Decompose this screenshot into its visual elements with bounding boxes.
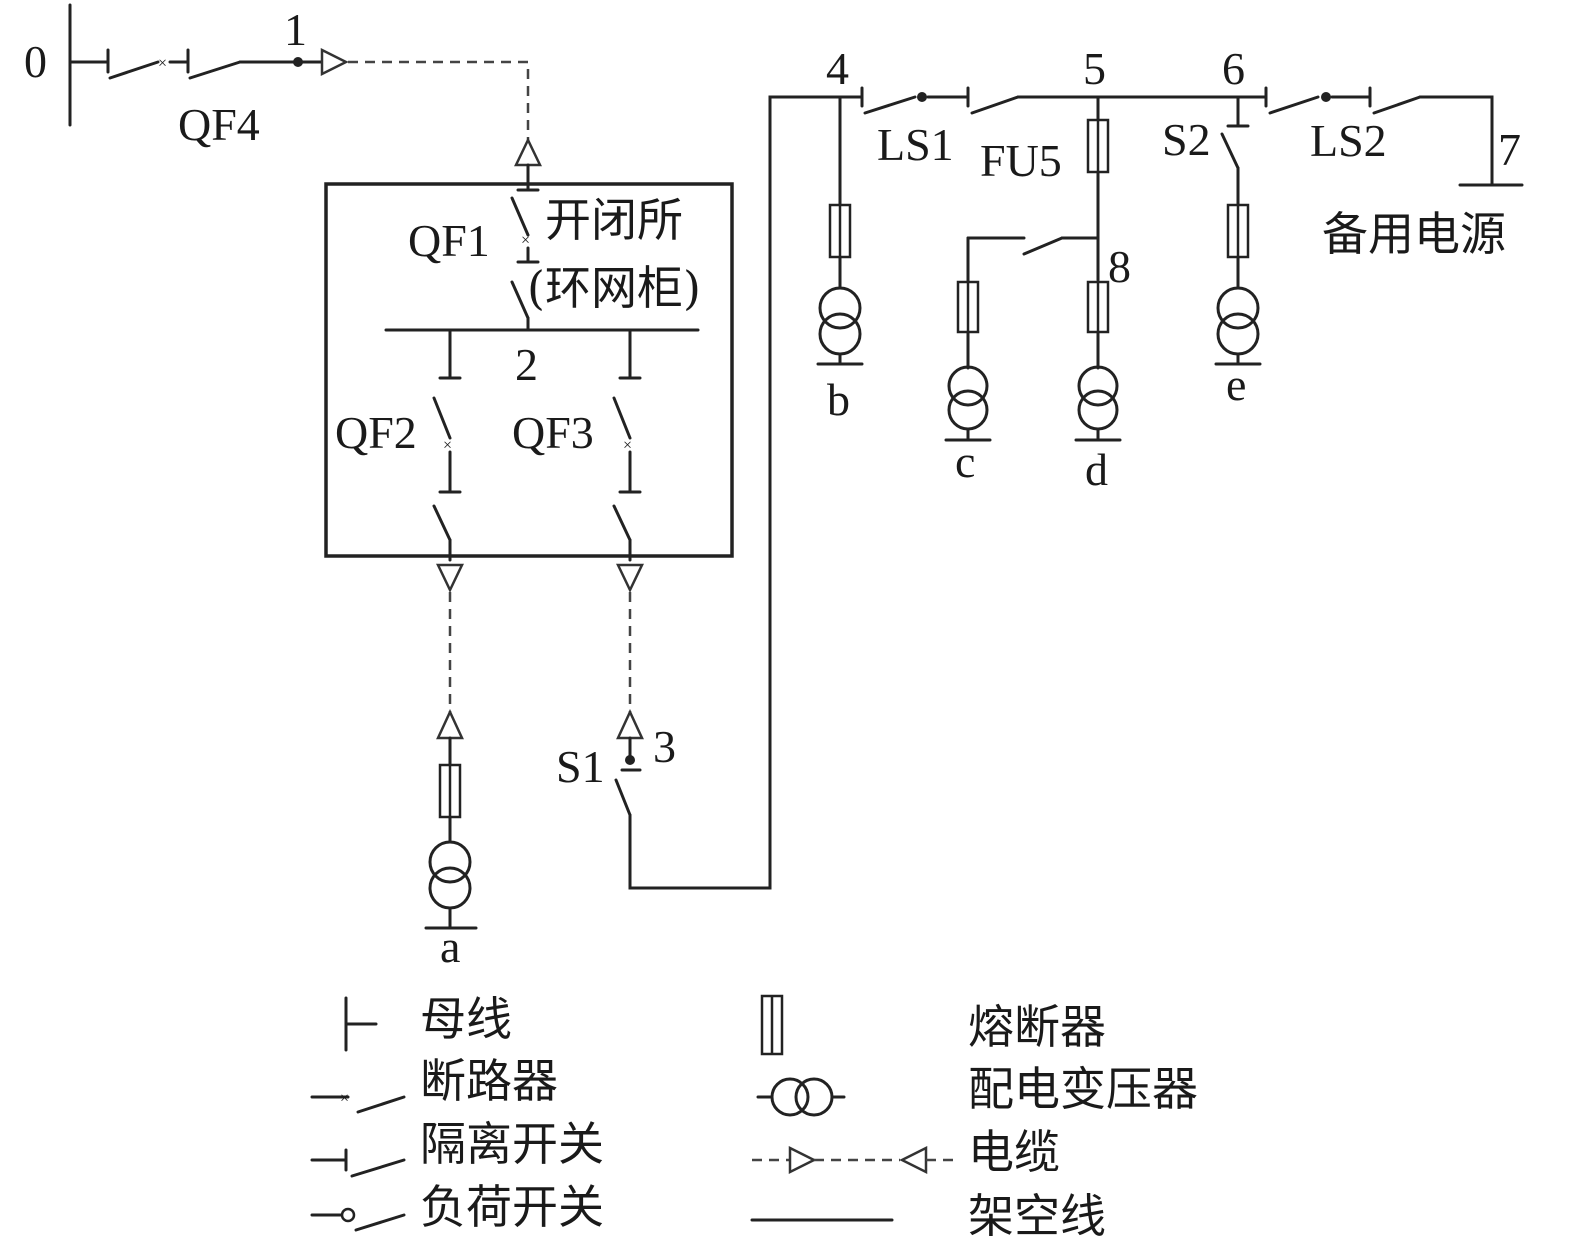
node-label-5: 5	[1083, 43, 1106, 94]
fuse-a	[438, 763, 462, 844]
breaker-qf2: ×	[432, 328, 462, 562]
disconnector-s2	[1220, 95, 1250, 207]
breaker-qf1: ×	[510, 188, 540, 332]
transformer-a	[424, 840, 478, 930]
legend-symbol-busbar	[344, 996, 378, 1052]
legend-label-disconnector: 隔离开关	[420, 1117, 604, 1171]
load-label-d: d	[1085, 444, 1108, 495]
legend-symbol-circuit-breaker: ×	[310, 1090, 406, 1114]
legend-label-busbar: 母线	[420, 992, 512, 1046]
load-switch-ls2	[1236, 86, 1524, 187]
legend-symbol-fuse	[760, 994, 784, 1056]
svg-text:×: ×	[623, 437, 632, 454]
node-label-0: 0	[24, 36, 47, 87]
legend: 母线 × 断路器 隔离开关 负荷开关 熔断器	[310, 992, 1198, 1243]
device-label-fu5: FU5	[980, 135, 1062, 186]
station-title-line1: 开闭所	[545, 193, 683, 247]
legend-symbol-cable	[752, 1145, 960, 1175]
device-label-qf3: QF3	[512, 407, 594, 458]
branch-8-d	[1074, 280, 1122, 442]
device-label-s1: S1	[556, 741, 605, 792]
node-label-8: 8	[1108, 241, 1131, 292]
legend-symbol-load-switch	[310, 1207, 406, 1232]
legend-label-circuit-breaker: 断路器	[420, 1054, 558, 1108]
cable-qf2-a	[436, 563, 464, 767]
node-label-3: 3	[653, 721, 676, 772]
legend-label-distribution-transformer: 配电变压器	[968, 1062, 1198, 1116]
backup-source-label: 备用电源	[1322, 207, 1506, 261]
svg-text:×: ×	[443, 437, 452, 454]
node-label-2: 2	[515, 339, 538, 390]
device-label-qf1: QF1	[408, 215, 490, 266]
svg-text:×: ×	[158, 55, 167, 72]
breaker-qf4: ×	[68, 47, 349, 80]
station-title-line2: (环网柜)	[527, 261, 701, 315]
legend-label-load-switch: 负荷开关	[420, 1180, 604, 1234]
branch-8-c	[944, 236, 1100, 442]
legend-label-cable: 电缆	[968, 1125, 1060, 1179]
breaker-qf3: ×	[612, 328, 642, 562]
legend-label-fuse: 熔断器	[968, 1000, 1106, 1054]
legend-symbol-distribution-transformer	[756, 1077, 846, 1117]
load-label-e: e	[1226, 359, 1246, 410]
branch-6-e	[1214, 203, 1262, 366]
fuse-fu5	[1086, 95, 1110, 282]
node-label-1: 1	[284, 4, 307, 55]
load-switch-s1	[614, 755, 642, 817]
device-label-ls2: LS2	[1310, 115, 1387, 166]
cable-qf3-s1	[616, 563, 644, 762]
svg-text:×: ×	[340, 1090, 349, 1107]
node-label-4: 4	[826, 43, 849, 94]
load-label-b: b	[827, 374, 850, 425]
branch-4-b	[816, 95, 864, 366]
load-label-c: c	[955, 436, 975, 487]
device-label-s2: S2	[1162, 114, 1211, 165]
legend-label-overhead-line: 架空线	[968, 1189, 1106, 1243]
legend-symbol-disconnector	[310, 1148, 406, 1178]
device-label-qf4: QF4	[178, 99, 260, 150]
svg-text:×: ×	[521, 232, 530, 249]
device-label-qf2: QF2	[335, 407, 417, 458]
device-label-ls1: LS1	[877, 119, 954, 170]
load-switch-ls1	[838, 86, 1100, 115]
overhead-s1-4	[628, 95, 842, 890]
load-label-a: a	[440, 921, 460, 972]
cable-1-qf1	[348, 60, 542, 192]
switching-station	[324, 182, 734, 558]
node-label-7: 7	[1498, 124, 1521, 175]
node-label-6: 6	[1222, 43, 1245, 94]
